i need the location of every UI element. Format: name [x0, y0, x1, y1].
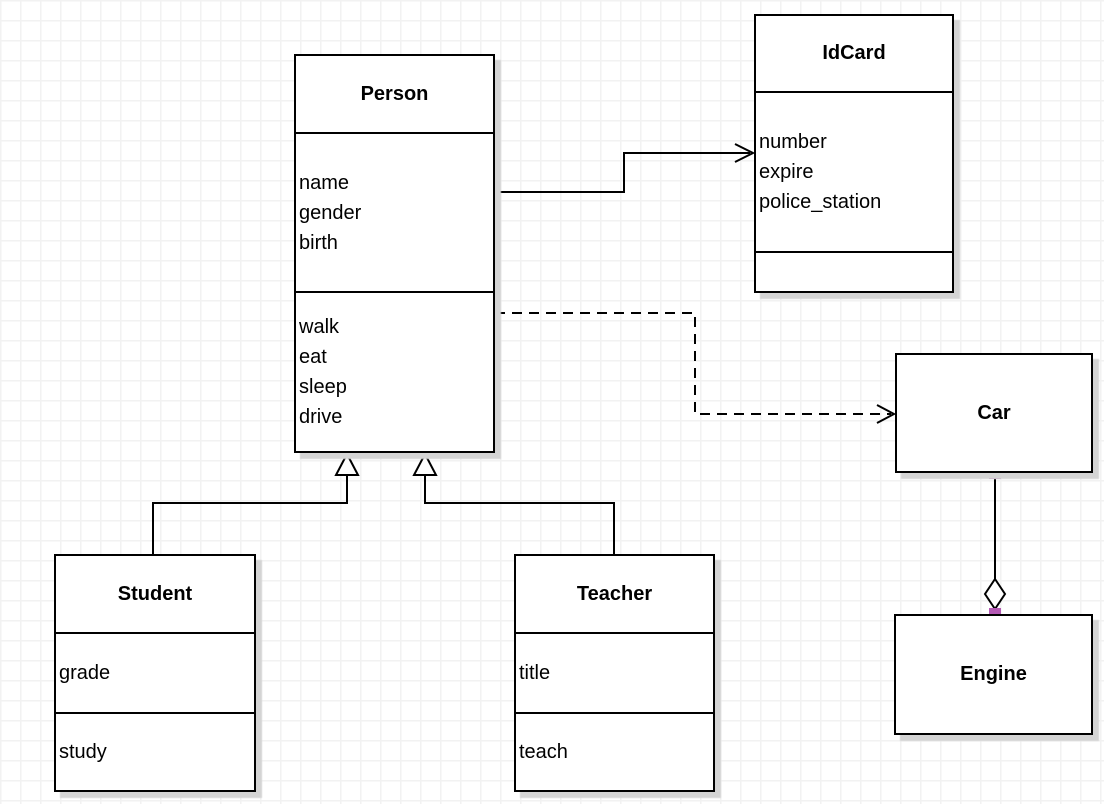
- method: sleep: [299, 376, 347, 398]
- class-title: Car: [977, 401, 1011, 424]
- attribute: birth: [299, 231, 338, 254]
- edge-generalization-teacher-person[interactable]: [412, 451, 615, 554]
- class-teacher[interactable]: Teacher title teach: [514, 554, 715, 792]
- attribute: title: [519, 662, 551, 684]
- edge-generalization-student-person[interactable]: [152, 451, 360, 554]
- methods-section: walk eat sleep drive: [296, 293, 493, 451]
- class-title: Person: [296, 56, 493, 134]
- methods-section: study: [56, 714, 254, 790]
- edge-dependency-person-car[interactable]: [495, 312, 897, 424]
- hollow-triangle-icon: [334, 451, 360, 476]
- class-person[interactable]: Person name gender birth walk eat sleep …: [294, 54, 495, 453]
- attribute: grade: [59, 662, 111, 684]
- methods-section: [756, 253, 952, 291]
- hollow-diamond-icon: [983, 577, 1007, 611]
- method: drive: [299, 406, 343, 428]
- class-idcard[interactable]: IdCard number expire police_station: [754, 14, 954, 293]
- attributes-section: number expire police_station: [756, 93, 952, 253]
- class-engine[interactable]: Engine: [894, 614, 1093, 735]
- hollow-triangle-icon: [412, 451, 438, 476]
- generalization-line: [424, 475, 615, 554]
- methods-section: teach: [516, 714, 713, 790]
- class-title: Teacher: [516, 556, 713, 634]
- attribute: expire: [759, 161, 814, 183]
- attributes-section: title: [516, 634, 713, 714]
- method: study: [59, 741, 107, 763]
- class-title: Student: [56, 556, 254, 634]
- method: walk: [299, 316, 340, 338]
- attributes-section: name gender birth: [296, 134, 493, 293]
- open-arrowhead-icon: [734, 143, 756, 163]
- dependency-line: [495, 312, 891, 415]
- generalization-line: [152, 475, 348, 554]
- attribute: name: [299, 171, 350, 194]
- open-arrowhead-icon: [876, 404, 897, 424]
- edge-aggregation-car-engine[interactable]: [983, 467, 1007, 620]
- class-car[interactable]: Car: [895, 353, 1093, 473]
- class-student[interactable]: Student grade study: [54, 554, 256, 792]
- method: eat: [299, 346, 327, 368]
- attribute: number: [759, 131, 827, 153]
- class-title: Engine: [960, 663, 1027, 685]
- attribute: gender: [299, 201, 362, 224]
- association-line: [495, 152, 750, 193]
- attributes-section: grade: [56, 634, 254, 714]
- class-title: IdCard: [756, 16, 952, 93]
- edge-association-person-idcard[interactable]: [495, 143, 756, 193]
- method: teach: [519, 741, 568, 763]
- attribute: police_station: [759, 191, 882, 213]
